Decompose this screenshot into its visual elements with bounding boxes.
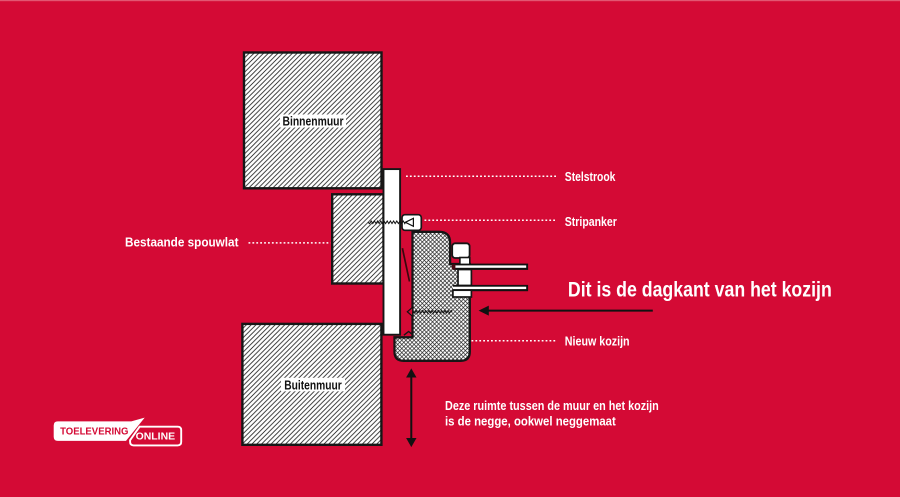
svg-text:Deze ruimte tussen de muur en: Deze ruimte tussen de muur en het kozijn <box>445 398 659 413</box>
svg-text:Bestaande spouwlat: Bestaande spouwlat <box>125 235 239 250</box>
svg-text:Nieuw kozijn: Nieuw kozijn <box>565 334 630 349</box>
svg-text:ONLINE: ONLINE <box>136 432 176 443</box>
svg-text:TOELEVERING: TOELEVERING <box>60 427 129 438</box>
svg-text:Stelstrook: Stelstrook <box>565 169 616 184</box>
svg-text:Stripanker: Stripanker <box>565 214 617 229</box>
svg-text:is de negge, ookwel neggemaat: is de negge, ookwel neggemaat <box>445 413 616 428</box>
svg-text:Binnenmuur: Binnenmuur <box>283 115 344 129</box>
svg-text:Buitenmuur: Buitenmuur <box>284 378 342 392</box>
svg-text:Dit is de dagkant van het kozi: Dit is de dagkant van het kozijn <box>568 278 832 302</box>
